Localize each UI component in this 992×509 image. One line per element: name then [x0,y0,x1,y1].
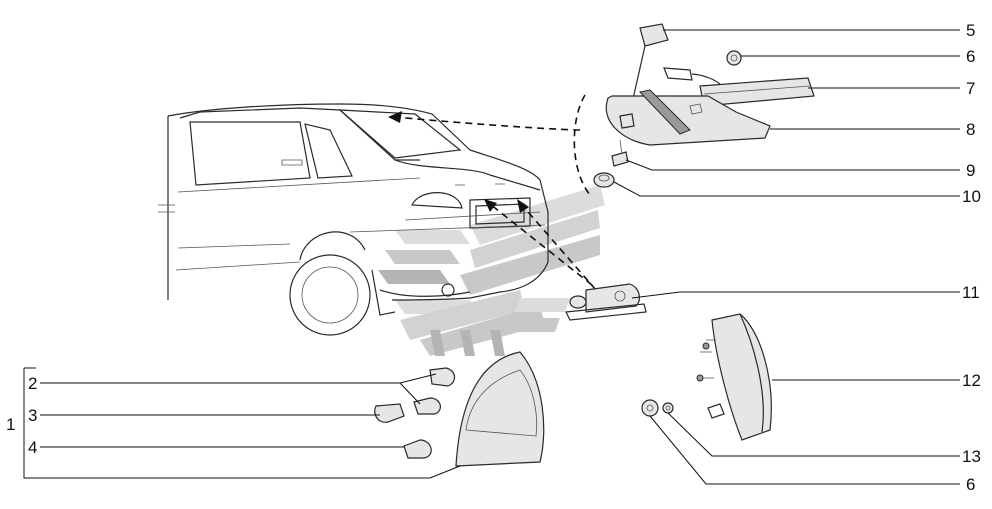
callout-8: 8 [966,120,975,139]
bulbs [374,367,456,459]
watermark-logo [378,185,605,356]
part-10-grommet [593,172,615,188]
callout-5: 5 [966,21,975,40]
callout-7: 7 [966,79,975,98]
part-6-nut-bottom [641,399,659,417]
callout-numbers: 1 2 3 4 5 6 7 8 9 10 11 12 13 6 [6,21,981,494]
callout-9: 9 [966,161,975,180]
installation-arrows [388,94,597,291]
car-body [158,103,549,336]
leader-lines [23,29,960,485]
part-11-plate-lamp [565,283,647,321]
part-6-nut-top [726,50,742,66]
callout-6-top: 6 [966,47,975,66]
callout-6-bottom: 6 [966,475,975,494]
part-12-tail-lamp [696,313,772,441]
part-8-housing [605,89,771,146]
callout-11: 11 [962,283,980,302]
callout-13: 13 [962,447,981,466]
part-1-tail-lens [455,351,545,467]
part-9-screw [611,139,629,167]
callout-2: 2 [28,374,37,393]
callout-4: 4 [28,438,37,457]
callout-1: 1 [6,415,15,434]
callout-10: 10 [962,187,981,206]
callout-3: 3 [28,406,37,425]
part-13-washer [662,402,674,414]
callout-12: 12 [962,371,981,390]
